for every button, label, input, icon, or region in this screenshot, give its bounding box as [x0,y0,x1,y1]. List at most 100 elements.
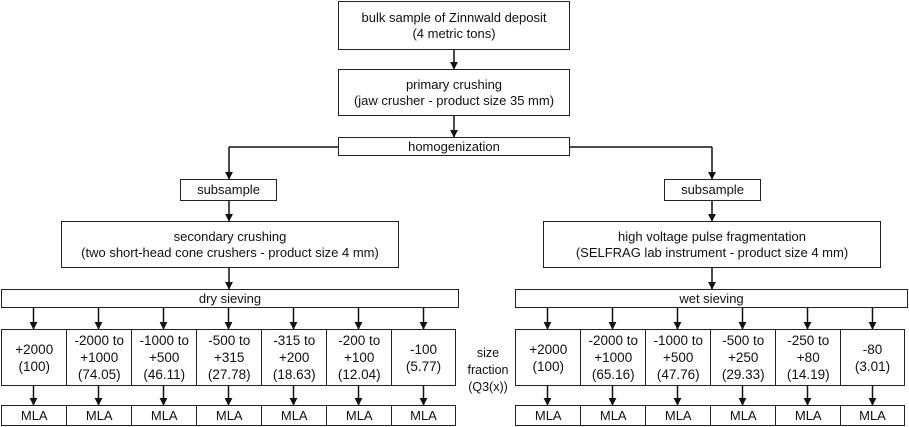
dry-sieving-box: dry sieving [1,289,459,308]
fraction-q3-value: (5.77) [405,358,442,374]
fraction-cell: -100(5.77) [391,329,456,386]
fraction-cell: -315 to +200 (18.63) [261,329,328,386]
fraction-range: -1000 to [653,333,704,348]
mla-box: MLA [261,405,328,426]
fraction-q3-value: (47.76) [656,367,700,382]
mla-label: MLA [729,407,757,423]
wet-sieving-label: wet sieving [679,290,744,306]
mla-label: MLA [215,407,243,423]
fraction-q3-value: (46.11) [143,367,186,382]
fraction-range: +80 [796,350,820,365]
fraction-cell: -2000 to +1000 (65.16) [580,329,647,386]
fraction-cell: +2000(100) [1,329,68,386]
mla-label: MLA [410,407,437,423]
secondary-crushing-detail: (two short-head cone crushers - product … [81,244,379,260]
fraction-q3-value: (65.16) [591,367,635,382]
fraction-q3-value: (100) [532,358,564,374]
mla-box: MLA [131,405,198,426]
fraction-q3-value: (100) [18,358,50,374]
size-label-line2: fraction [467,363,509,377]
fraction-range: -500 to [208,333,251,348]
mla-box: MLA [196,405,263,426]
fraction-range: +2000 [529,341,568,357]
left-subsample-box: subsample [180,179,277,201]
right-subsample-label: subsample [681,182,744,197]
pulse-fragmentation-title: high voltage pulse fragmentation [618,228,806,244]
fraction-q3-value: (3.01) [854,358,891,374]
pulse-fragmentation-detail: (SELFRAG lab instrument - product size 4… [575,244,849,260]
mla-label: MLA [345,407,373,423]
fraction-range: +200 [279,350,310,365]
mla-box: MLA [326,405,393,426]
fraction-range: -500 to [722,333,765,348]
mla-box: MLA [645,405,712,426]
fraction-range: +500 [149,350,180,365]
fraction-range: +250 [728,350,759,365]
fraction-q3-value: (27.78) [207,367,251,382]
fraction-cell: -80(3.01) [840,329,905,386]
mla-label: MLA [150,407,178,423]
mla-label: MLA [20,407,48,423]
mla-label: MLA [599,407,627,423]
fraction-range: -2000 to [74,333,125,348]
size-label-line3: (Q3(x)) [468,380,508,394]
mla-box: MLA [775,405,842,426]
secondary-crushing-box: secondary crushing (two short-head cone … [61,221,399,268]
fraction-range: +500 [663,350,694,365]
fraction-q3-value: (18.63) [272,367,316,382]
fraction-cell: -500 to +315 (27.78) [196,329,263,386]
fraction-range: -80 [862,341,883,357]
primary-crushing-title: primary crushing [405,76,503,92]
mla-box: MLA [66,405,133,426]
right-subsample-box: subsample [664,179,761,201]
fraction-range: +1000 [80,350,119,365]
mla-box: MLA [515,405,582,426]
fraction-cell: -500 to +250 (29.33) [710,329,777,386]
size-label-line1: size [476,346,500,360]
fraction-range: -100 [409,341,438,357]
size-fraction-label: size fraction (Q3(x)) [463,345,513,396]
fraction-cell: +2000(100) [515,329,582,386]
fraction-range: -1000 to [139,333,190,348]
left-subsample-label: subsample [197,182,260,197]
fraction-range: -200 to [338,333,381,348]
fraction-cell: -250 to +80 (14.19) [775,329,842,386]
wet-sieving-box: wet sieving [515,289,908,308]
fraction-range: +315 [214,350,245,365]
fraction-cell: -1000 to +500 (47.76) [645,329,712,386]
pulse-fragmentation-box: high voltage pulse fragmentation (SELFRA… [543,221,881,268]
fraction-q3-value: (14.19) [786,367,830,382]
mla-box: MLA [840,405,905,426]
mla-box: MLA [580,405,647,426]
fraction-range: -2000 to [588,333,639,348]
fraction-cell: -2000 to +1000 (74.05) [66,329,133,386]
fraction-q3-value: (12.04) [337,367,381,382]
mla-box: MLA [391,405,456,426]
fraction-q3-value: (74.05) [77,367,121,382]
fraction-q3-value: (29.33) [721,367,765,382]
mla-label: MLA [664,407,692,423]
fraction-range: +100 [344,350,375,365]
homogenization-label: homogenization [408,138,500,154]
fraction-cell: -1000 to +500 (46.11) [131,329,198,386]
mla-label: MLA [794,407,822,423]
mla-label: MLA [859,407,886,423]
homogenization-box: homogenization [338,137,570,156]
fraction-cell: -200 to +100 (12.04) [326,329,393,386]
fraction-range: -315 to [273,333,316,348]
fraction-range: +1000 [594,350,633,365]
primary-crushing-detail: (jaw crusher - product size 35 mm) [353,92,555,108]
secondary-crushing-title: secondary crushing [173,228,287,244]
mla-label: MLA [85,407,113,423]
fraction-range: -250 to [787,333,830,348]
mla-box: MLA [1,405,68,426]
bulk-sample-detail: (4 metric tons) [412,25,496,41]
primary-crushing-box: primary crushing (jaw crusher - product … [338,69,570,116]
mla-label: MLA [280,407,308,423]
dry-sieving-label: dry sieving [198,290,262,306]
bulk-sample-box: bulk sample of Zinnwald deposit (4 metri… [338,1,570,50]
bulk-sample-title: bulk sample of Zinnwald deposit [361,9,547,25]
fraction-range: +2000 [15,341,54,357]
